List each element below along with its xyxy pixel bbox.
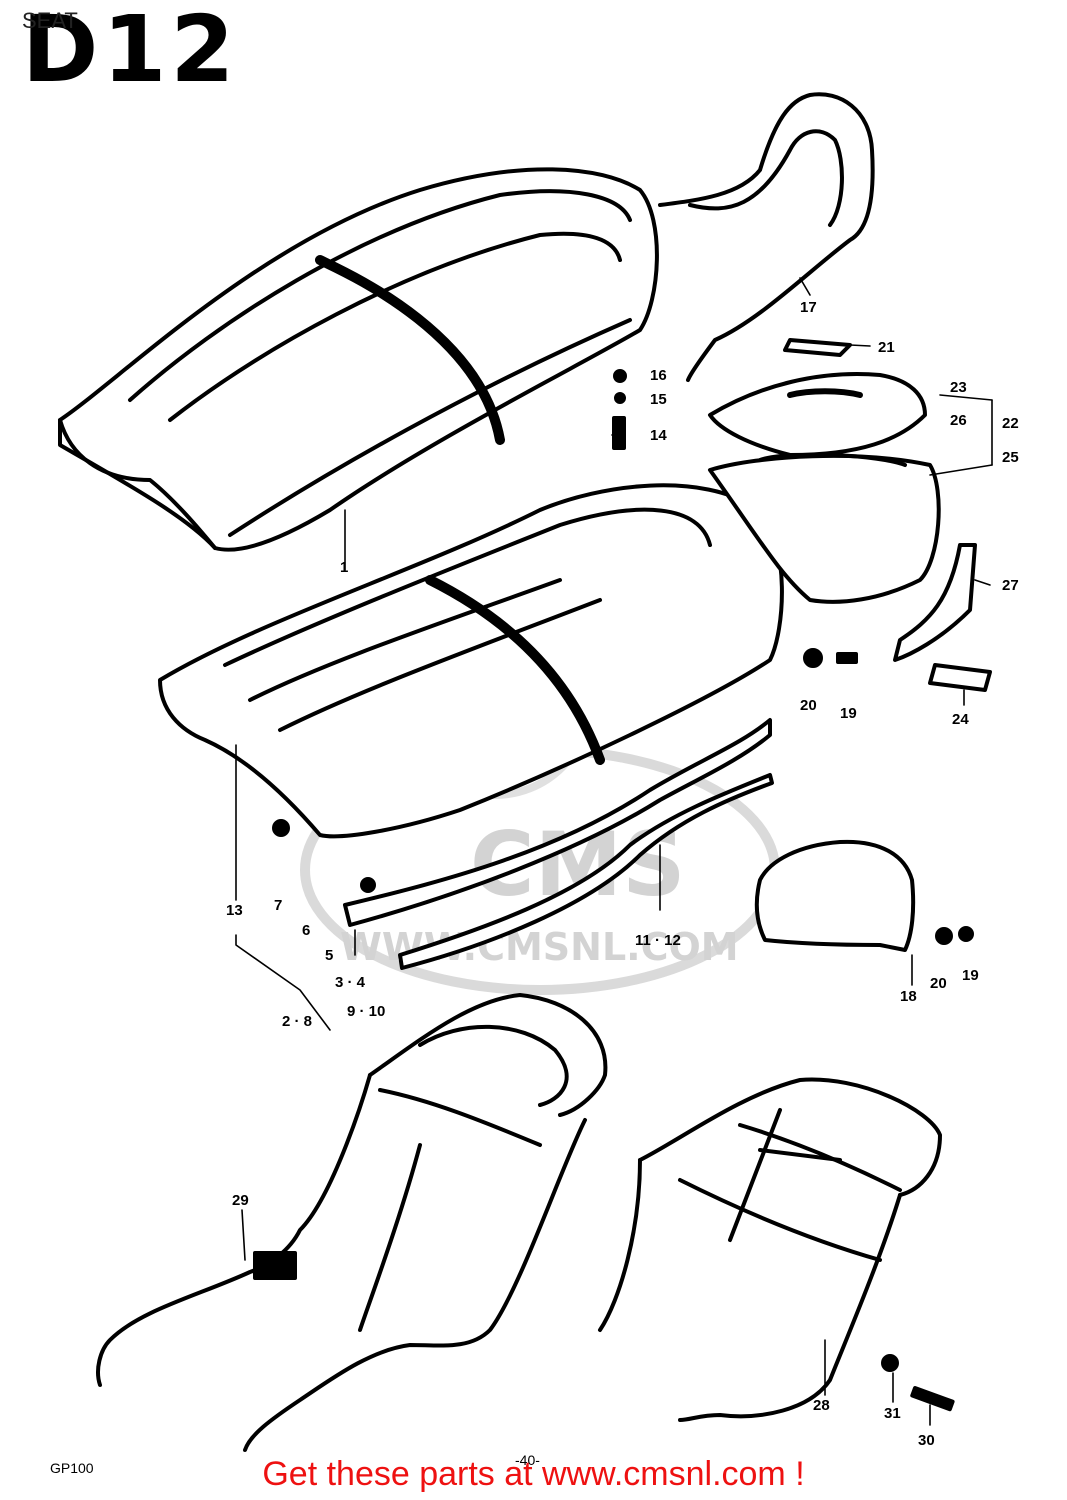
callout-11-12: 11 · 12 <box>635 932 681 949</box>
callout-17: 17 <box>800 299 817 316</box>
carrier-rack-right <box>598 1077 942 1422</box>
callout-23: 23 <box>950 379 967 396</box>
callout-13: 13 <box>226 902 243 919</box>
emblem <box>783 338 852 357</box>
callout-7: 7 <box>274 897 282 914</box>
nut-icon <box>935 927 953 945</box>
callout-19-a: 19 <box>840 705 857 722</box>
callout-2-8: 2 · 8 <box>282 1013 312 1030</box>
callout-14: 14 <box>650 427 667 444</box>
cowl-cover <box>708 372 927 457</box>
callout-21: 21 <box>878 339 895 356</box>
callout-22: 22 <box>1002 415 1019 432</box>
leader-lines <box>235 277 993 1426</box>
bolt-icon <box>613 369 627 383</box>
seat-upper <box>58 167 659 552</box>
diagram-title: SEAT <box>22 8 78 33</box>
callout-28: 28 <box>813 1397 830 1414</box>
callout-19-b: 19 <box>962 967 979 984</box>
callout-20-b: 20 <box>930 975 947 992</box>
callout-29: 29 <box>232 1192 249 1209</box>
callout-25: 25 <box>1002 449 1019 466</box>
callout-1: 1 <box>340 559 348 576</box>
nut-icon <box>881 1354 899 1372</box>
carrier-rack-left <box>96 993 608 1452</box>
callout-15: 15 <box>650 391 667 408</box>
washer-icon <box>614 392 626 404</box>
footer-parts-link[interactable]: Get these parts at www.cmsnl.com ! <box>262 1455 805 1493</box>
bolt-icon <box>958 926 974 942</box>
reflector-plate <box>928 663 992 692</box>
nut-icon <box>803 648 823 668</box>
bolt-icon <box>836 652 858 664</box>
callout-6: 6 <box>302 922 310 939</box>
callout-30: 30 <box>918 1432 935 1449</box>
callout-9-10: 9 · 10 <box>347 1003 385 1020</box>
grab-cover <box>754 839 916 952</box>
callout-3-4: 3 · 4 <box>335 974 366 991</box>
screw-icon <box>360 877 376 893</box>
callout-16: 16 <box>650 367 667 384</box>
page-number: -40- <box>515 1452 540 1468</box>
callout-labels: 1 2 · 8 3 · 4 5 6 7 9 · 10 11 · 12 13 14… <box>226 299 1019 1449</box>
diagram-code: D12 <box>22 0 239 103</box>
model-label: GP100 <box>50 1460 94 1476</box>
tail-cowl <box>708 452 941 604</box>
side-plate <box>893 543 977 662</box>
fasteners <box>253 369 974 1412</box>
callout-20-a: 20 <box>800 697 817 714</box>
seat-lower <box>158 483 784 839</box>
clamp-icon <box>253 1251 297 1280</box>
callout-18: 18 <box>900 988 917 1005</box>
callout-27: 27 <box>1002 577 1019 594</box>
seat-bracket <box>658 92 875 382</box>
bolt-icon <box>910 1386 955 1412</box>
callout-5: 5 <box>325 947 333 964</box>
trim-strips <box>343 718 774 970</box>
callout-31: 31 <box>884 1405 901 1422</box>
grommet-icon <box>272 819 290 837</box>
callout-24: 24 <box>952 711 969 728</box>
callout-26: 26 <box>950 412 967 429</box>
